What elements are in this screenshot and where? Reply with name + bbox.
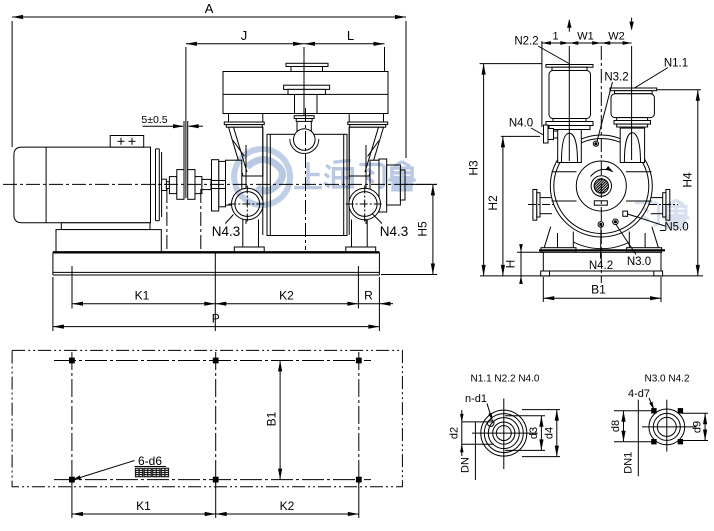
svg-text:K1: K1 (135, 289, 150, 303)
svg-text:N3.0: N3.0 (627, 256, 651, 268)
svg-text:6-d6: 6-d6 (138, 454, 162, 468)
svg-text:H: H (504, 260, 518, 269)
svg-text:B1: B1 (265, 411, 279, 426)
svg-text:A: A (205, 1, 214, 16)
svg-text:DN1: DN1 (623, 452, 635, 474)
svg-text:n-d1: n-d1 (465, 393, 487, 405)
svg-text:B1: B1 (591, 283, 606, 297)
svg-text:5±0.5: 5±0.5 (141, 114, 167, 126)
svg-text:P: P (212, 312, 220, 326)
svg-text:d9: d9 (692, 421, 704, 433)
svg-text:K2: K2 (279, 289, 294, 303)
svg-text:N4.2: N4.2 (589, 260, 613, 272)
svg-text:N4.3: N4.3 (380, 224, 409, 239)
svg-text:d4: d4 (543, 427, 555, 439)
svg-text:K1: K1 (136, 499, 151, 513)
svg-text:H3: H3 (467, 160, 481, 176)
svg-text:N3.0 N4.2: N3.0 N4.2 (644, 374, 689, 385)
svg-text:W2: W2 (608, 31, 625, 43)
svg-text:d3: d3 (528, 427, 540, 439)
svg-text:N3.2: N3.2 (604, 72, 628, 84)
svg-text:J: J (241, 28, 248, 43)
svg-text:N2.2: N2.2 (514, 36, 538, 48)
svg-text:R: R (364, 289, 373, 303)
svg-text:N1.1: N1.1 (664, 58, 688, 70)
svg-text:N4.3: N4.3 (212, 224, 241, 239)
svg-text:d2: d2 (448, 427, 460, 439)
svg-text:DN: DN (460, 457, 472, 473)
svg-text:H2: H2 (486, 195, 500, 211)
svg-text:N1.1 N2.2 N4.0: N1.1 N2.2 N4.0 (471, 374, 540, 385)
svg-text:H5: H5 (416, 221, 430, 237)
svg-text:W1: W1 (577, 31, 594, 43)
svg-text:d8: d8 (610, 420, 622, 432)
svg-text:K2: K2 (280, 499, 295, 513)
svg-text:N4.0: N4.0 (509, 118, 533, 130)
svg-text:L: L (347, 28, 354, 43)
svg-text:H4: H4 (681, 172, 695, 188)
svg-text:1: 1 (552, 31, 558, 43)
svg-text:4-d7: 4-d7 (628, 388, 650, 400)
